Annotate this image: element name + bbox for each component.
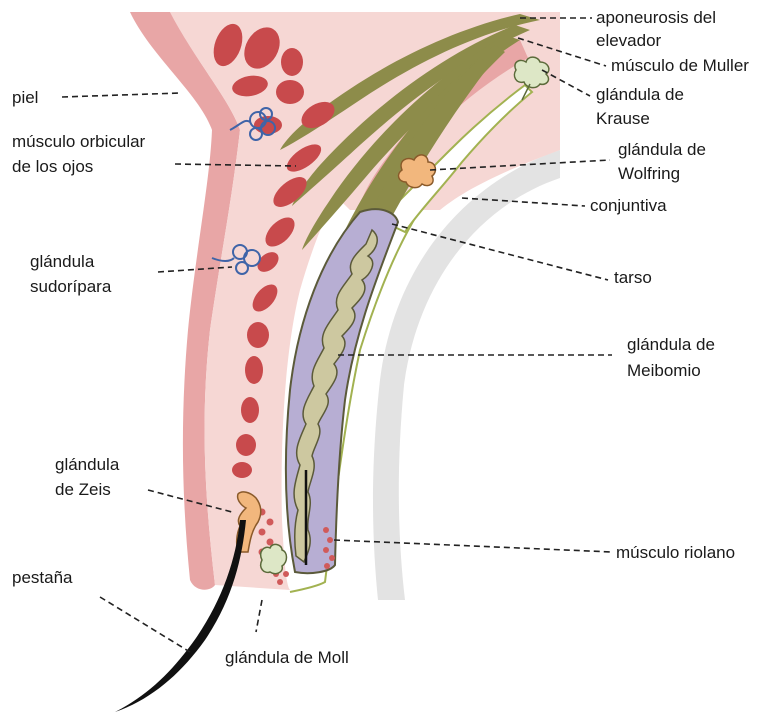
- label-meibomio-line1: glándula de: [627, 335, 715, 354]
- label-riolano: músculo riolano: [616, 543, 735, 562]
- label-zeis-line2: de Zeis: [55, 480, 111, 499]
- label-krause-line1: glándula de: [596, 85, 684, 104]
- label-sudoripara-line2: sudorípara: [30, 277, 112, 296]
- label-tarso: tarso: [614, 268, 652, 287]
- label-piel: piel: [12, 88, 38, 107]
- label-pestana: pestaña: [12, 568, 73, 587]
- moll-gland: [261, 544, 287, 573]
- label-meibomio-line2: Meibomio: [627, 361, 701, 380]
- label-aponeurosis-line1: aponeurosis del: [596, 8, 716, 27]
- label-sudoripara-line1: glándula: [30, 252, 95, 271]
- label-orbicular-line2: de los ojos: [12, 157, 93, 176]
- label-muller: músculo de Muller: [611, 56, 749, 75]
- label-aponeurosis-line2: elevador: [596, 31, 662, 50]
- label-krause-line2: Krause: [596, 109, 650, 128]
- label-orbicular-line1: músculo orbicular: [12, 132, 146, 151]
- label-moll: glándula de Moll: [225, 648, 349, 667]
- label-wolfring-line1: glándula de: [618, 140, 706, 159]
- label-zeis-line1: glándula: [55, 455, 120, 474]
- label-wolfring-line2: Wolfring: [618, 164, 680, 183]
- label-conjuntiva: conjuntiva: [590, 196, 667, 215]
